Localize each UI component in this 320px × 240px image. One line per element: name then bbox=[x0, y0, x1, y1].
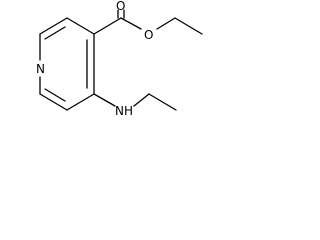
bond-ring-carbonyl bbox=[93, 17, 122, 35]
pyridine-ring bbox=[39, 17, 95, 111]
ester-group bbox=[93, 9, 203, 35]
bond-ester-o-ch2 bbox=[156, 17, 176, 30]
amine-label: NH bbox=[115, 104, 133, 118]
bond-c2-c3 bbox=[39, 17, 68, 35]
bond-c6-c7 bbox=[39, 93, 68, 111]
bond-amine-ch2 bbox=[133, 93, 150, 107]
ester-oxygen-label: O bbox=[144, 28, 153, 42]
bond-c3-c4 bbox=[66, 17, 95, 35]
bond-c2-c3-inner bbox=[44, 26, 66, 40]
ring-nitrogen-label: N bbox=[36, 62, 45, 76]
bond-ch2-ch3-amine bbox=[148, 93, 177, 111]
bond-c5-c6 bbox=[66, 93, 95, 111]
bond-ch2-ch3 bbox=[174, 17, 203, 35]
carbonyl-oxygen-label: O bbox=[116, 0, 125, 13]
chemical-structure: N O O NH bbox=[36, 0, 203, 118]
bond-carbonyl-ester-o bbox=[120, 17, 142, 30]
ethylamino-group bbox=[93, 93, 177, 111]
bond-ring-amine bbox=[93, 93, 116, 107]
bond-c6-c7-inner bbox=[44, 88, 66, 102]
